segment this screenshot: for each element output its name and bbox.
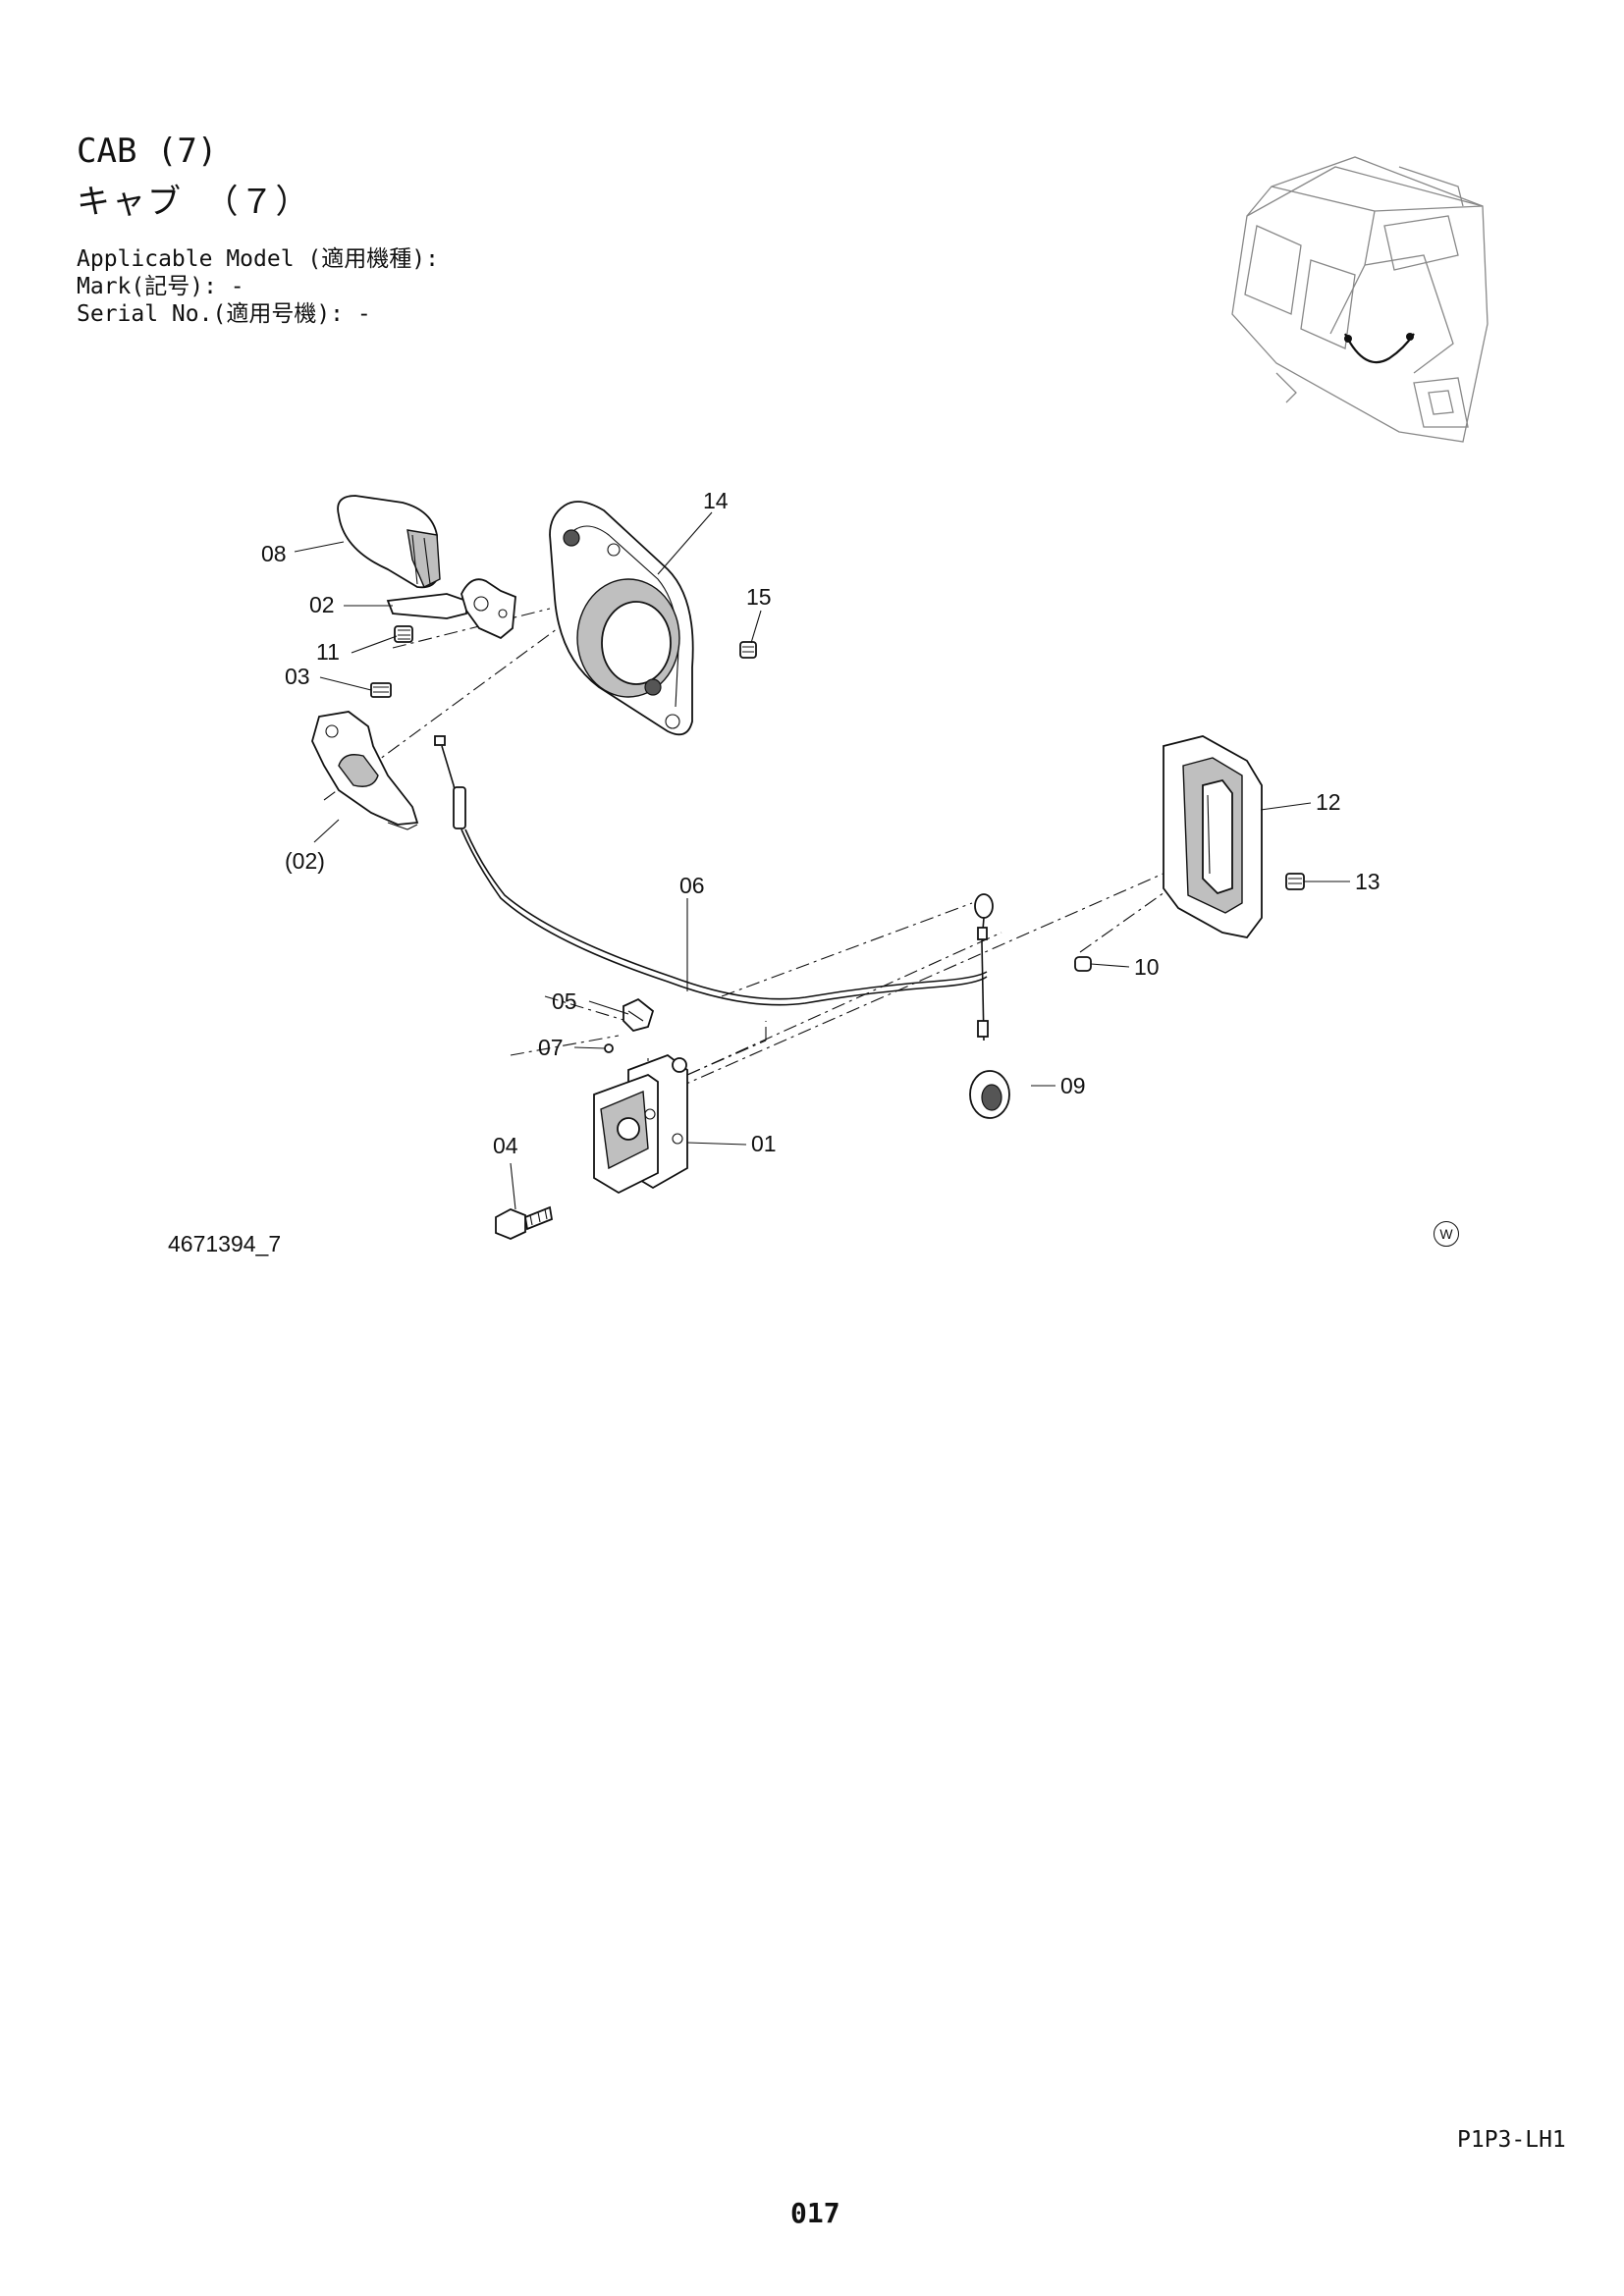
page-number: 017 — [790, 2197, 840, 2229]
callout-10: 10 — [1134, 954, 1160, 980]
callout-08: 08 — [261, 541, 287, 566]
callout-06: 06 — [679, 873, 705, 898]
callout-09: 09 — [1060, 1073, 1086, 1098]
callout-03: 03 — [285, 664, 310, 689]
part-13-bolt — [1285, 873, 1305, 890]
applicable-model-label: Applicable Model (適用機種): — [77, 246, 439, 272]
title-english: CAB (7) — [77, 132, 218, 171]
assembly-lines — [323, 608, 1233, 1110]
part-12-recess-housing — [1163, 735, 1263, 938]
callout-14: 14 — [703, 488, 729, 513]
callout-13: 13 — [1355, 869, 1380, 894]
callout-11: 11 — [316, 639, 340, 665]
part-07-pin — [604, 1043, 614, 1053]
callout-02: 02 — [309, 592, 335, 617]
part-09-pull-ring — [969, 893, 1010, 1119]
exploded-diagram: 08 02 11 03 (02) 14 15 06 05 07 01 04 09… — [261, 488, 1380, 1240]
serial-no-label: Serial No.(適用号機): - — [77, 301, 371, 327]
mark-label: Mark(記号): - — [77, 274, 244, 299]
part-11-screw — [394, 625, 413, 643]
title-japanese: キャブ （７） — [77, 183, 311, 222]
part-06-cable — [434, 735, 988, 1006]
part-15-bolt — [739, 641, 757, 659]
cab-locator-thumbnail — [1231, 156, 1489, 443]
part-04-bolt — [495, 1205, 554, 1240]
part-02-lever-bracket — [386, 578, 516, 640]
part-03-bolt — [370, 682, 392, 698]
part-10-plug — [1074, 956, 1092, 972]
drawing-id: 4671394_7 — [168, 1231, 282, 1256]
part-08-handle-grip — [337, 495, 441, 589]
leader-lines — [294, 511, 1350, 1210]
callout-07: 07 — [538, 1035, 564, 1060]
part-02-lower-plate — [311, 711, 419, 830]
sheet-code: P1P3-LH1 — [1457, 2127, 1566, 2153]
callout-01: 01 — [751, 1131, 777, 1156]
callout-12: 12 — [1316, 789, 1341, 815]
callout-04: 04 — [493, 1133, 518, 1158]
callout-15: 15 — [746, 584, 772, 610]
part-05-clip — [623, 997, 655, 1033]
part-01-latch — [593, 1053, 688, 1195]
part-14-cover-plate — [549, 501, 694, 736]
w-circle-mark: W — [1434, 1221, 1459, 1247]
callout-05: 05 — [552, 988, 577, 1014]
callout-02-ref: (02) — [285, 848, 325, 874]
